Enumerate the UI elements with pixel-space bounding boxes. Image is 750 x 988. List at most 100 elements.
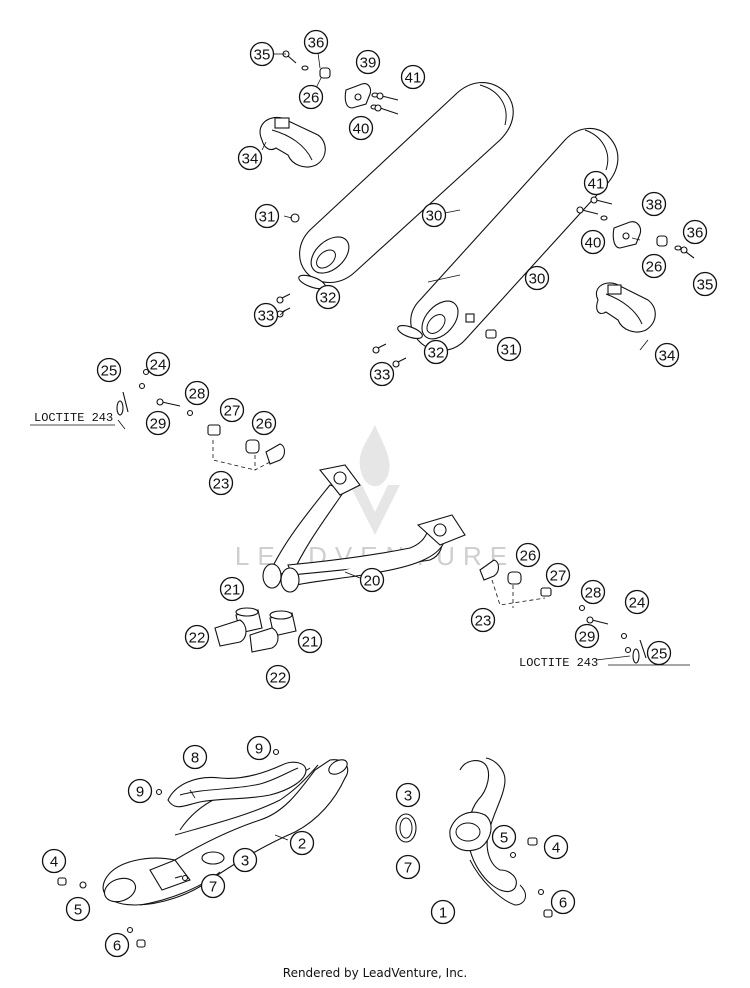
callout-26: 26 [641,253,667,279]
loctite-note-right: LOCTITE 243 [519,656,598,670]
callout-circle [303,29,329,55]
clamp-34-upper [259,116,326,168]
callout-20: 20 [359,567,385,593]
callout-number: 39 [360,55,377,72]
callout-circle [237,145,263,171]
callout-circle [682,219,708,245]
callout-circle [219,576,245,602]
callout-23: 23 [470,607,496,633]
callout-30: 30 [421,202,447,228]
callout-7: 7 [200,873,226,899]
callout-number: 36 [308,35,325,52]
callout-23: 23 [208,470,234,496]
callout-6: 6 [104,932,130,958]
callout-circle [315,284,341,310]
callout-circle [395,854,421,880]
callout-3: 3 [395,782,421,808]
callout-32: 32 [315,284,341,310]
callout-number: 25 [651,646,668,663]
callout-circle [104,932,130,958]
right-hardware [479,559,647,664]
callout-number: 27 [550,568,567,585]
callout-22: 22 [265,664,291,690]
callout-number: 29 [150,416,167,433]
callout-22: 22 [184,624,210,650]
callout-number: 26 [646,259,663,276]
callout-number: 34 [242,151,259,168]
top-hardware [276,50,695,368]
callout-38: 38 [641,191,667,217]
callout-31: 31 [496,336,522,362]
callout-24: 24 [624,589,650,615]
callout-number: 22 [270,670,287,687]
callout-number: 38 [646,197,663,214]
callout-33: 33 [369,361,395,387]
callout-41: 41 [583,170,609,196]
callout-27: 27 [545,562,571,588]
callout-3: 3 [232,847,258,873]
callout-number: 40 [353,121,370,138]
callout-number: 3 [404,788,412,805]
callout-circle [470,607,496,633]
header-pipe-2 [102,759,349,906]
manifold-20 [262,464,466,593]
callout-circle [355,49,381,75]
callout-1: 1 [430,899,456,925]
callout-32: 32 [423,339,449,365]
callout-circle [359,567,385,593]
callout-circle [491,824,517,850]
callout-36: 36 [303,29,329,55]
callout-26: 26 [251,410,277,436]
callout-5: 5 [491,824,517,850]
callout-circle [423,339,449,365]
pipe-bottom-hardware [57,748,280,948]
callout-41: 41 [400,64,426,90]
callout-number: 2 [298,836,306,853]
callout-circle [200,873,226,899]
callout-number: 20 [364,573,381,590]
callout-number: 30 [529,271,546,288]
callout-31: 31 [254,203,280,229]
callout-circle [184,380,210,406]
leader-lines [30,52,690,841]
callout-number: 30 [426,208,443,225]
callout-number: 34 [659,348,676,365]
callout-circle [421,202,447,228]
callout-circle [624,589,650,615]
callout-30: 30 [524,265,550,291]
callout-circle [265,664,291,690]
callout-circle [524,265,550,291]
callout-circle [543,834,569,860]
callout-number: 4 [50,854,58,871]
callout-circle [41,848,67,874]
callout-number: 22 [189,630,206,647]
callout-circle [232,847,258,873]
callout-number: 26 [256,416,273,433]
footer-credit: Rendered by LeadVenture, Inc. [282,966,468,980]
callout-number: 27 [224,403,241,420]
callout-number: 32 [428,345,445,362]
callout-35: 35 [692,271,718,297]
callout-34: 34 [654,342,680,368]
callout-circle [583,170,609,196]
callout-39: 39 [355,49,381,75]
callout-number: 8 [191,750,199,767]
callout-number: 9 [255,741,263,758]
callout-6: 6 [550,889,576,915]
callout-26: 26 [515,542,541,568]
callout-7: 7 [395,854,421,880]
callout-circle [574,623,600,649]
callout-circle [550,889,576,915]
callout-number: 5 [74,902,82,919]
callout-number: 41 [405,70,422,87]
callout-number: 26 [520,548,537,565]
callout-36: 36 [682,219,708,245]
callout-28: 28 [580,579,606,605]
callout-2: 2 [289,830,315,856]
callout-21: 21 [297,628,323,654]
callout-number: 28 [189,386,206,403]
callout-circle [297,628,323,654]
callout-28: 28 [184,380,210,406]
